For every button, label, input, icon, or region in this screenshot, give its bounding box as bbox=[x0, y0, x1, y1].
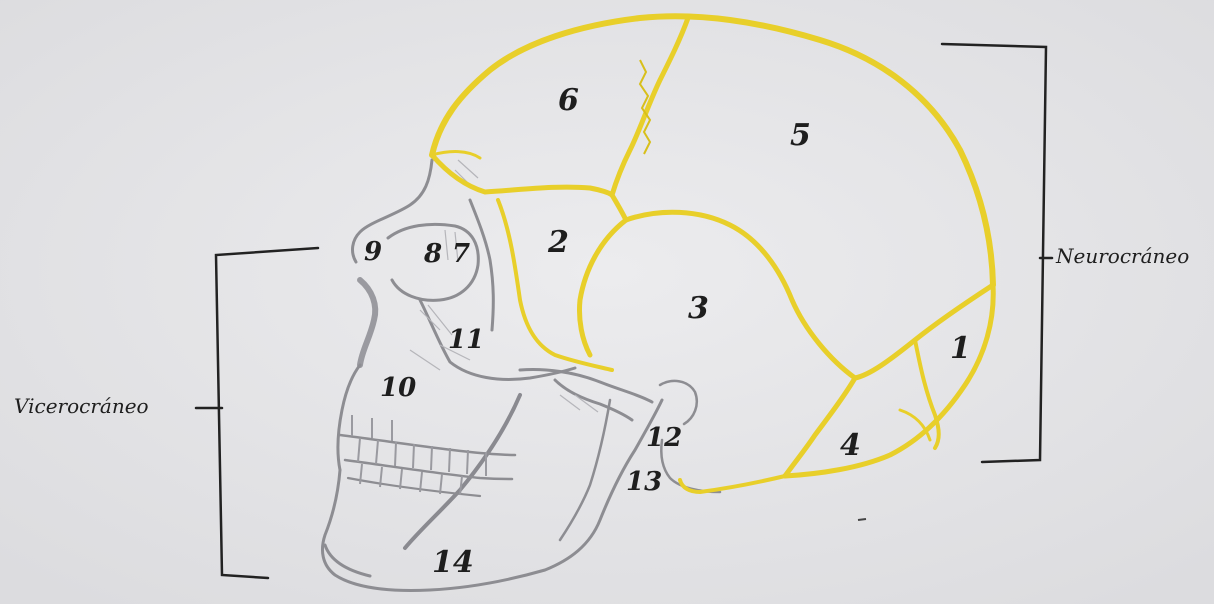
bone-label-3: 3 bbox=[688, 291, 709, 326]
bone-label-14: 14 bbox=[432, 545, 474, 580]
stray-pencil-mark bbox=[858, 519, 866, 520]
bone-label-9: 9 bbox=[364, 237, 382, 267]
viscerocranium-label: Vicerocráneo bbox=[14, 394, 149, 418]
neurocranium-label: Neurocráneo bbox=[1055, 244, 1189, 268]
bone-label-8: 8 bbox=[423, 239, 442, 269]
bone-label-10: 10 bbox=[380, 373, 416, 403]
bone-label-1: 1 bbox=[950, 331, 971, 366]
bone-label-12: 12 bbox=[646, 423, 682, 453]
bone-label-5: 5 bbox=[790, 118, 811, 153]
bone-label-13: 13 bbox=[626, 467, 662, 497]
bone-label-7: 7 bbox=[452, 239, 470, 269]
bone-label-6: 6 bbox=[558, 83, 579, 118]
bone-label-2: 2 bbox=[547, 225, 569, 260]
bone-label-11: 11 bbox=[448, 325, 484, 355]
bone-label-4: 4 bbox=[840, 428, 861, 463]
